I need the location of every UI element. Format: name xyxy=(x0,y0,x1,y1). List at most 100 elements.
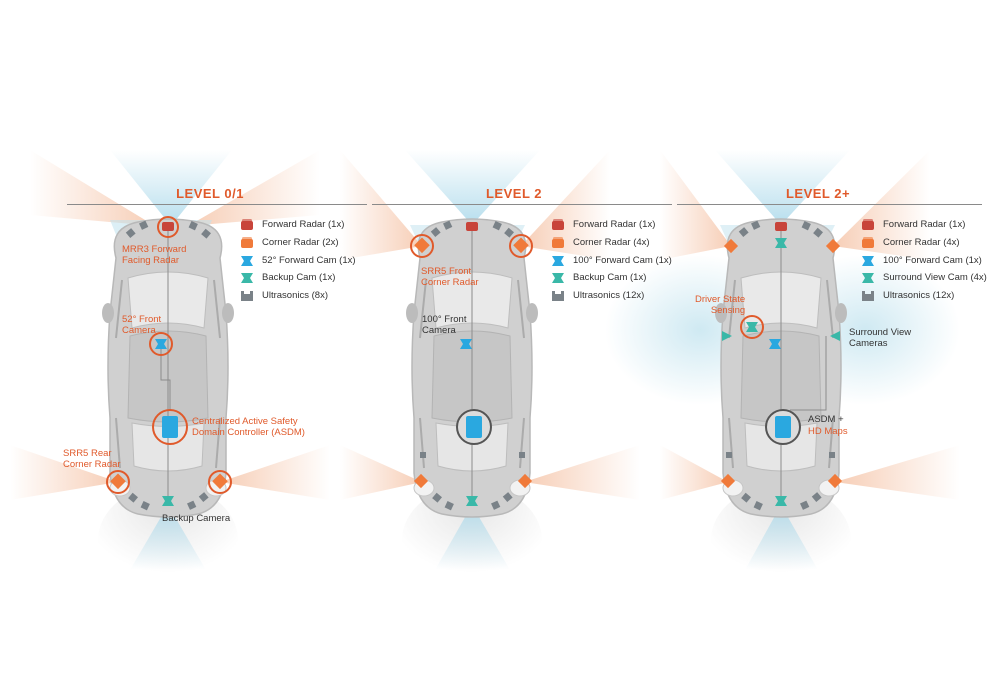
ultrasonics-group xyxy=(726,220,835,511)
corner-radar-sensor xyxy=(723,238,739,254)
corner-radar-sensor xyxy=(110,473,126,490)
callout-asdm: ASDM + xyxy=(808,414,844,425)
ultrasonic-sensor xyxy=(492,221,502,231)
backup-cam-sensor xyxy=(162,496,174,506)
ultrasonics-group xyxy=(420,220,525,511)
highlight-ring xyxy=(208,470,232,494)
corner-radar-sensor xyxy=(414,237,430,254)
driver-state-cam xyxy=(746,322,758,332)
legend-label: Surround View Cam (4x) xyxy=(883,272,987,284)
radar-beam xyxy=(524,445,640,500)
callout-front-camera: 52° Front Camera xyxy=(122,314,162,336)
ultrasonic-sensor xyxy=(140,501,150,511)
callout-front-corner-radar: SRR5 Front Corner Radar xyxy=(421,266,479,288)
camera-beam xyxy=(130,505,206,570)
callout-driver-state: Driver State Sensing xyxy=(695,294,746,316)
highlight-ring xyxy=(149,332,173,356)
legend-label: Ultrasonics (8x) xyxy=(262,290,328,302)
forward-cam-sensor xyxy=(769,339,781,349)
surround-cam-sensor xyxy=(722,331,732,341)
legend-label: Corner Radar (4x) xyxy=(883,236,960,248)
camera-beam xyxy=(745,505,818,570)
forward-radar-sensor xyxy=(775,222,787,231)
legend-label: 100° Forward Cam (1x) xyxy=(883,254,982,266)
ultrasonic-sensor xyxy=(432,492,442,503)
surround-cam-sensor xyxy=(775,238,787,248)
ultrasonic-sensor xyxy=(139,220,149,230)
surround-cam-sensor xyxy=(830,331,840,341)
callout-hd-maps: HD Maps xyxy=(808,426,848,437)
level-title: LEVEL 2+ xyxy=(785,186,851,201)
highlight-ring xyxy=(152,409,188,445)
ultrasonic-sensor xyxy=(420,452,426,458)
callout-rear-radar: SRR5 Rear Corner Radar xyxy=(63,448,121,470)
legend-label: Ultrasonics (12x) xyxy=(883,290,955,302)
ultrasonic-sensor xyxy=(813,227,823,238)
legend-label: Corner Radar (4x) xyxy=(573,236,650,248)
corner-radar-sensor xyxy=(513,237,529,254)
corner-radar-sensor xyxy=(517,473,533,489)
ultrasonic-sensor xyxy=(491,500,501,510)
callout-backup-camera: Backup Camera xyxy=(162,513,231,524)
ultrasonic-sensor xyxy=(502,492,513,502)
ultrasonic-sensor xyxy=(751,220,761,230)
radar-beam xyxy=(521,150,610,260)
highlight-ring xyxy=(740,315,764,339)
legend-label: Corner Radar (2x) xyxy=(262,236,339,248)
corner-radar-sensor xyxy=(825,238,841,254)
ultrasonic-sensor xyxy=(800,500,810,510)
level-title: LEVEL 2 xyxy=(485,186,542,201)
ultrasonic-sensor xyxy=(741,492,751,503)
legend-label: Forward Radar (1x) xyxy=(573,219,656,230)
ultrasonic-sensor xyxy=(504,227,514,238)
corner-radar-sensor xyxy=(827,473,843,489)
surround-cam-sensor xyxy=(775,496,787,506)
legend-label: Backup Cam (1x) xyxy=(262,272,336,284)
wiring-line xyxy=(790,336,827,411)
ultrasonic-sensor xyxy=(801,221,811,231)
backup-cam-sensor xyxy=(466,496,478,506)
radar-beam xyxy=(340,445,422,500)
forward-radar-sensor xyxy=(162,222,174,231)
panel-level-2-plus xyxy=(605,150,960,595)
forward-cam-sensor xyxy=(460,339,472,349)
ultrasonic-sensor xyxy=(125,228,136,238)
forward-cam-sensor xyxy=(155,339,167,349)
legend-label: Forward Radar (1x) xyxy=(883,219,966,230)
ultrasonic-sensor xyxy=(519,452,525,458)
asdm-controller xyxy=(775,416,791,438)
highlight-ring xyxy=(509,234,533,258)
camera-beam xyxy=(405,150,540,225)
camera-beam xyxy=(435,505,510,570)
camera-beam xyxy=(715,150,850,225)
radar-beam xyxy=(340,150,422,260)
ultrasonics-group xyxy=(125,220,211,511)
ultrasonic-sensor xyxy=(829,452,835,458)
panel-rule xyxy=(67,204,367,205)
callout-front-camera: 100° Front Camera xyxy=(422,314,467,336)
ultrasonic-sensor xyxy=(726,452,732,458)
callout-controller: Centralized Active Safety Domain Control… xyxy=(192,416,305,438)
highlight-ring xyxy=(106,470,130,494)
legend-label: Forward Radar (1x) xyxy=(262,219,345,230)
ultrasonic-sensor xyxy=(128,492,138,503)
ultrasonic-sensor xyxy=(738,227,749,237)
highlight-ring xyxy=(410,234,434,258)
ultrasonic-sensor xyxy=(201,228,211,239)
panel-rule xyxy=(677,204,982,205)
corner-radar-sensor xyxy=(413,473,429,489)
legend-label: Ultrasonics (12x) xyxy=(573,290,645,302)
panel-level-0-1 xyxy=(10,150,330,595)
radar-beam xyxy=(30,150,155,226)
corner-radar-sensor xyxy=(720,473,736,489)
corner-radar-sensor xyxy=(212,473,228,490)
ultrasonic-sensor xyxy=(444,501,454,511)
legend-label: Backup Cam (1x) xyxy=(573,272,647,284)
panel-level-2 xyxy=(340,150,640,595)
radar-beam xyxy=(188,150,320,226)
ultrasonic-sensor xyxy=(188,221,198,231)
ultrasonic-sensor xyxy=(187,500,197,510)
radar-beam xyxy=(835,445,960,500)
legend-label: 52° Forward Cam (1x) xyxy=(262,254,356,266)
